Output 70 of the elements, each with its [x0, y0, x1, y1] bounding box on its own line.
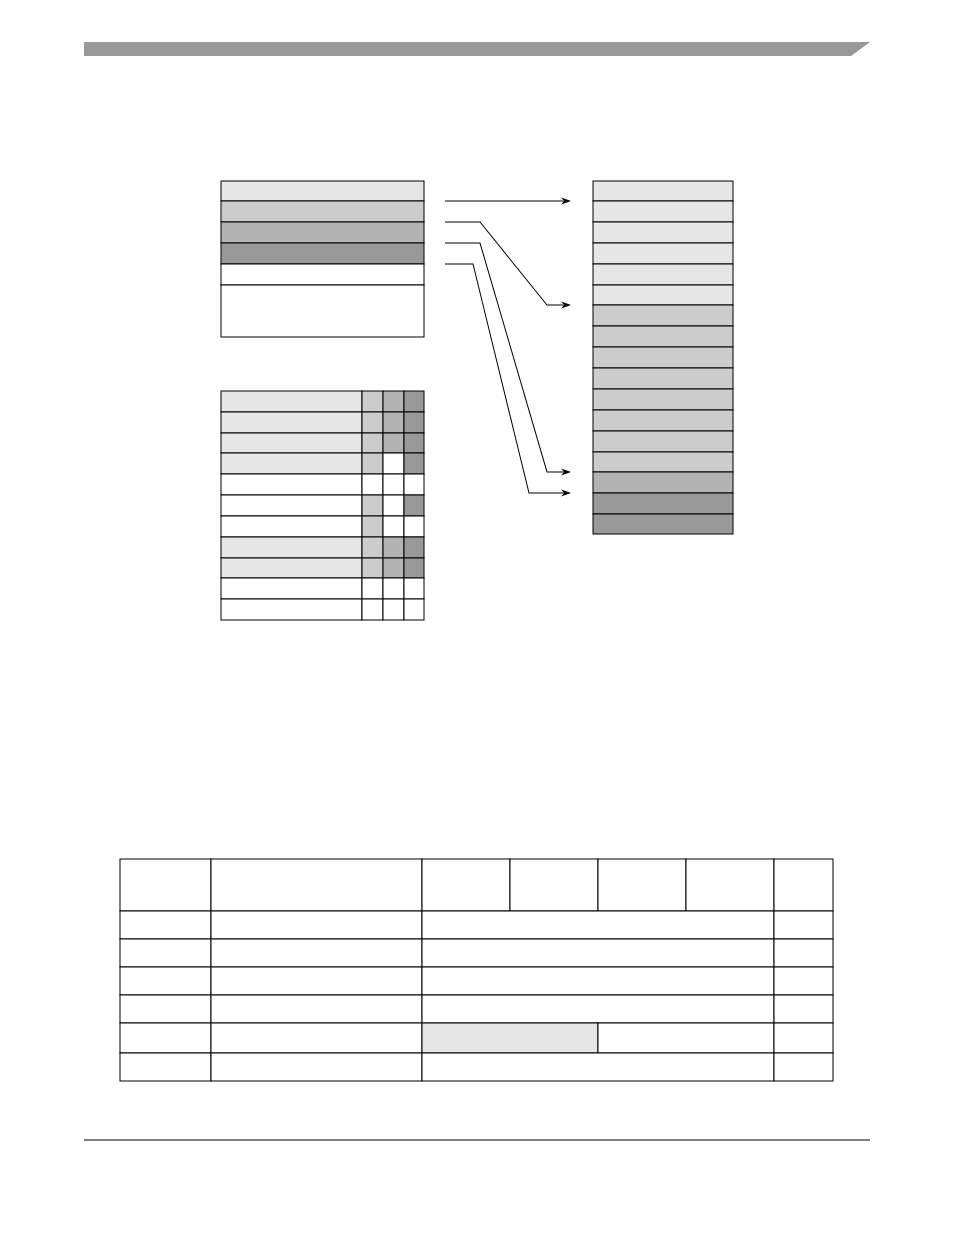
- stack-row: [592, 304, 734, 327]
- stack-row: [592, 284, 734, 306]
- stack-row: [592, 471, 734, 494]
- table-cell: [220, 452, 363, 475]
- table-cell: [509, 858, 599, 912]
- stack-row: [592, 346, 734, 369]
- arrow: [444, 221, 570, 308]
- table-cell: [361, 557, 384, 579]
- stack-row: [592, 200, 734, 223]
- stack-row: [592, 388, 734, 411]
- arrow: [444, 198, 570, 204]
- stack-row: [592, 492, 734, 515]
- table-cell: [403, 411, 425, 434]
- stack-row: [592, 263, 734, 286]
- table-cell: [382, 598, 405, 621]
- table-cell: [119, 1022, 212, 1054]
- table-cell: [119, 858, 212, 912]
- stack-row: [220, 263, 425, 286]
- table-cell: [403, 577, 425, 600]
- table-cell: [421, 1022, 599, 1054]
- table-cell: [403, 452, 425, 475]
- stack-row: [592, 242, 734, 265]
- table-cell: [773, 966, 834, 996]
- arrow: [444, 263, 570, 496]
- table-cell: [119, 938, 212, 968]
- table-cell: [685, 858, 775, 912]
- table-cell: [403, 432, 425, 454]
- stack-row: [592, 221, 734, 244]
- table-cell: [773, 994, 834, 1024]
- table-cell: [220, 494, 363, 517]
- stack-row: [220, 200, 425, 223]
- table-cell: [403, 494, 425, 517]
- table-cell: [773, 910, 834, 940]
- table-cell: [220, 390, 363, 413]
- stack-row: [592, 451, 734, 473]
- stack-row: [592, 409, 734, 432]
- table-cell: [220, 557, 363, 579]
- table-cell: [119, 910, 212, 940]
- table-cell: [119, 1052, 212, 1082]
- table-cell: [220, 536, 363, 559]
- table-cell: [220, 515, 363, 538]
- table-cell: [421, 858, 511, 912]
- table-cell: [361, 598, 384, 621]
- stack-row: [220, 180, 425, 202]
- table-cell: [773, 1022, 834, 1054]
- table-cell: [403, 557, 425, 579]
- table-cell: [597, 858, 687, 912]
- table-cell: [119, 994, 212, 1024]
- table-cell: [382, 557, 405, 579]
- stack-row: [592, 430, 734, 453]
- table-cell: [403, 473, 425, 496]
- table-cell: [403, 536, 425, 559]
- table-cell: [220, 432, 363, 454]
- stack-row: [592, 513, 734, 535]
- table-cell: [361, 432, 384, 454]
- table-cell: [773, 1052, 834, 1082]
- stack-row: [220, 242, 425, 265]
- arrow: [444, 242, 570, 475]
- stack-row: [592, 180, 734, 202]
- stack-row: [592, 367, 734, 390]
- table-cell: [403, 515, 425, 538]
- table-cell: [403, 598, 425, 621]
- table-cell: [382, 432, 405, 454]
- table-cell: [773, 858, 834, 912]
- table-cell: [220, 411, 363, 434]
- stack-row: [592, 325, 734, 348]
- stack-row: [220, 221, 425, 244]
- table-cell: [773, 938, 834, 968]
- table-cell: [119, 966, 212, 996]
- table-cell: [403, 390, 425, 413]
